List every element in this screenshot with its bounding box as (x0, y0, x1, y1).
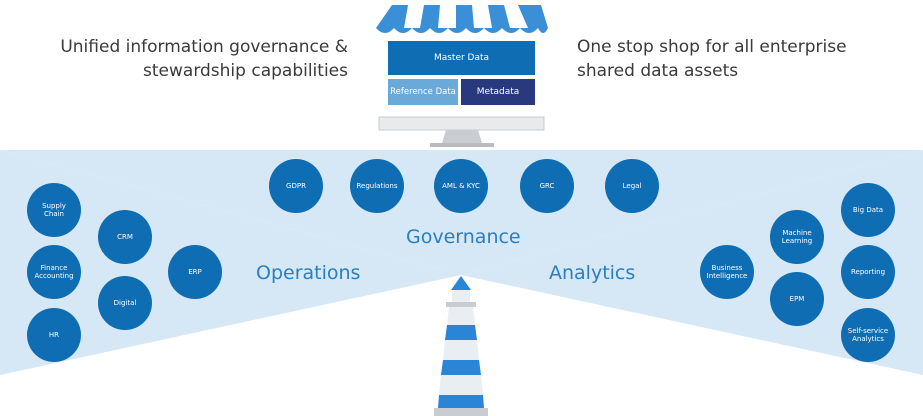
operations-item-hr: HR (27, 308, 81, 362)
analytics-label: Analytics (549, 262, 636, 284)
master-data-box: Master Data (388, 41, 535, 75)
analytics-item-business-intelligence: Business Intelligence (700, 245, 754, 299)
governance-item-regulations: Regulations (350, 159, 404, 213)
governance-item-legal: Legal (605, 159, 659, 213)
operations-item-erp: ERP (168, 245, 222, 299)
governance-item-grc: GRC (520, 159, 574, 213)
left-caption: Unified information governance & steward… (18, 35, 348, 83)
reference-data-label: Reference Data (390, 87, 456, 97)
operations-item-supply-chain: Supply Chain (27, 183, 81, 237)
master-data-label: Master Data (433, 53, 490, 63)
analytics-item-epm: EPM (770, 272, 824, 326)
storefront-icon (376, 5, 548, 147)
analytics-item-reporting: Reporting (841, 245, 895, 299)
operations-item-crm: CRM (98, 210, 152, 264)
governance-label: Governance (406, 226, 521, 248)
operations-label: Operations (256, 262, 361, 284)
lighthouse-icon (434, 276, 488, 416)
right-caption-line-1: One stop shop for all enterprise (577, 37, 847, 57)
operations-item-digital: Digital (98, 276, 152, 330)
governance-item-aml-kyc: AML & KYC (434, 159, 488, 213)
analytics-item-machine-learning: Machine Learning (770, 210, 824, 264)
analytics-item-self-service-analytics: Self-service Analytics (841, 308, 895, 362)
left-caption-line-2: stewardship capabilities (143, 61, 348, 81)
metadata-box: Metadata (461, 79, 535, 105)
left-caption-line-1: Unified information governance & (60, 37, 348, 57)
right-caption-line-2: shared data assets (577, 61, 739, 81)
governance-item-gdpr: GDPR (269, 159, 323, 213)
right-caption: One stop shop for all enterprise shared … (577, 35, 897, 83)
operations-item-finance-accounting: Finance Accounting (27, 245, 81, 299)
reference-data-box: Reference Data (388, 79, 458, 105)
analytics-item-big-data: Big Data (841, 183, 895, 237)
metadata-label: Metadata (476, 87, 520, 97)
